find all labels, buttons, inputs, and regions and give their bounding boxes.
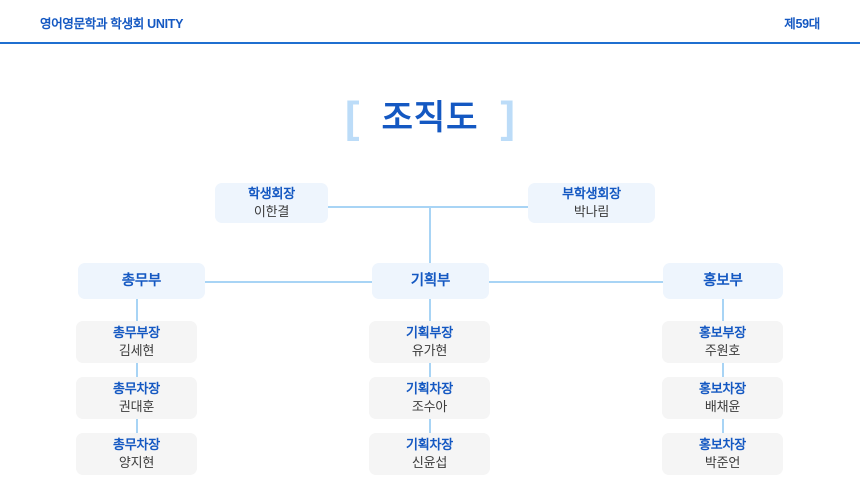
connector-planning-down — [429, 299, 431, 321]
node-name: 주원호 — [704, 342, 741, 358]
connector-pr-1-2 — [722, 363, 724, 377]
node-member-pr-1[interactable]: 홍보부장 주원호 — [662, 321, 783, 363]
node-role: 홍보차장 — [698, 380, 747, 396]
connector-planning-2-3 — [429, 419, 431, 433]
node-member-planning-2[interactable]: 기획차장 조수아 — [369, 377, 490, 419]
node-name: 박나림 — [573, 203, 610, 219]
node-role: 기획차장 — [405, 436, 454, 452]
node-role: 홍보차장 — [698, 436, 747, 452]
node-role: 홍보부장 — [698, 324, 747, 340]
node-member-general-3[interactable]: 총무차장 양지현 — [76, 433, 197, 475]
connector-general-to-planning — [205, 281, 373, 283]
node-department-general-affairs[interactable]: 총무부 — [78, 263, 205, 299]
connector-leadership-to-planning — [429, 206, 431, 263]
connector-planning-to-pr — [489, 281, 664, 283]
node-role: 기획부장 — [405, 324, 454, 340]
node-member-planning-3[interactable]: 기획차장 신윤섭 — [369, 433, 490, 475]
node-name: 조수아 — [411, 398, 448, 414]
node-name: 이한결 — [253, 203, 290, 219]
node-name: 양지현 — [118, 454, 155, 470]
node-name: 김세현 — [118, 342, 155, 358]
connector-general-2-3 — [136, 419, 138, 433]
node-name: 권대훈 — [118, 398, 155, 414]
bracket-left-icon: [ — [344, 93, 360, 142]
connector-general-down — [136, 299, 138, 321]
node-department-pr[interactable]: 홍보부 — [663, 263, 783, 299]
node-role: 홍보부 — [703, 272, 743, 289]
node-role: 기획차장 — [405, 380, 454, 396]
node-name: 유가현 — [411, 342, 448, 358]
bracket-right-icon: ] — [500, 93, 516, 142]
connector-pr-down — [722, 299, 724, 321]
connector-leadership-horizontal — [328, 206, 528, 208]
node-role: 총무차장 — [112, 380, 161, 396]
node-member-pr-2[interactable]: 홍보차장 배채윤 — [662, 377, 783, 419]
node-name: 신윤섭 — [411, 454, 448, 470]
page-header: 영어영문학과 학생회 UNITY 제59대 — [0, 0, 860, 44]
node-member-planning-1[interactable]: 기획부장 유가현 — [369, 321, 490, 363]
node-member-general-1[interactable]: 총무부장 김세현 — [76, 321, 197, 363]
node-role: 기획부 — [410, 272, 451, 289]
page-title-section: [ 조직도 ] — [0, 92, 860, 144]
term-label: 제59대 — [784, 17, 820, 31]
node-president[interactable]: 학생회장 이한결 — [215, 183, 328, 223]
node-role: 부학생회장 — [562, 185, 621, 201]
node-member-pr-3[interactable]: 홍보차장 박준언 — [662, 433, 783, 475]
connector-general-1-2 — [136, 363, 138, 377]
page-title: 조직도 — [381, 99, 479, 137]
node-role: 총무부장 — [112, 324, 161, 340]
connector-pr-2-3 — [722, 419, 724, 433]
node-member-general-2[interactable]: 총무차장 권대훈 — [76, 377, 197, 419]
node-name: 박준언 — [704, 454, 741, 470]
node-department-planning[interactable]: 기획부 — [372, 263, 489, 299]
node-vice-president[interactable]: 부학생회장 박나림 — [528, 183, 655, 223]
node-name: 배채윤 — [704, 398, 741, 414]
connector-planning-1-2 — [429, 363, 431, 377]
node-role: 총무부 — [121, 272, 162, 289]
org-name-label: 영어영문학과 학생회 UNITY — [40, 17, 184, 31]
node-role: 학생회장 — [247, 185, 296, 201]
node-role: 총무차장 — [112, 436, 161, 452]
